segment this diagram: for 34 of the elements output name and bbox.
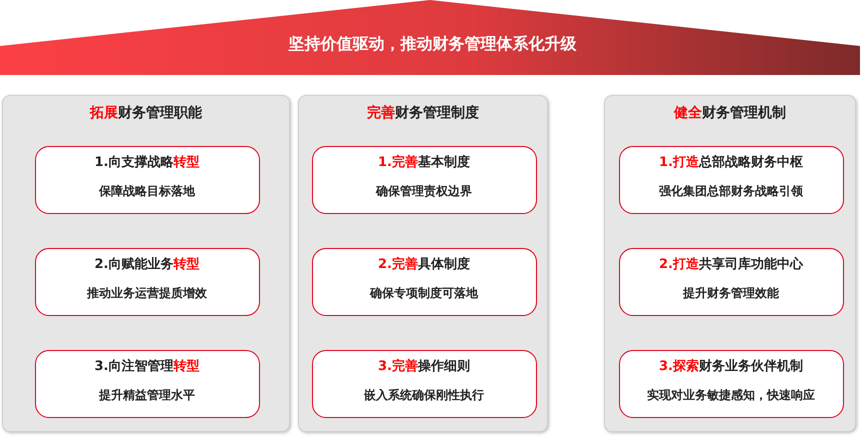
card — [618, 248, 844, 316]
card-heading: 2.向赋能业务转型 — [94, 256, 200, 273]
column-panel — [604, 95, 856, 432]
card-text: 嵌入系统确保刚性执行 — [363, 387, 485, 404]
card-text: 确保管理责权边界 — [374, 183, 473, 200]
card — [34, 350, 260, 418]
card-text: 保障战略目标落地 — [98, 183, 196, 200]
card — [312, 146, 536, 214]
card-heading: 1.打造总部战略财务中枢 — [658, 154, 804, 171]
card-text: 提升财务管理效能 — [682, 285, 780, 302]
card-heading: 3.完善操作细则 — [377, 358, 471, 375]
card — [34, 248, 260, 316]
card — [618, 350, 844, 418]
panel-heading: 健全财务管理机制 — [672, 104, 787, 122]
panel-heading: 拓展财务管理职能 — [88, 104, 203, 122]
card-heading: 1.完善基本制度 — [377, 154, 471, 171]
card — [312, 350, 536, 418]
card-text: 实现对业务敏捷感知，快速响应 — [646, 387, 816, 404]
banner-title: 坚持价值驱动，推动财务管理体系化升级 — [288, 34, 578, 55]
card-text: 提升精益管理水平 — [98, 387, 196, 404]
column-panel — [2, 95, 290, 432]
card — [618, 146, 844, 214]
panel-heading: 完善财务管理制度 — [366, 104, 480, 122]
card — [312, 248, 536, 316]
column-panel — [298, 95, 548, 432]
card-heading: 3.向注智管理转型 — [94, 358, 200, 375]
card-text: 确保专项制度可落地 — [368, 285, 479, 302]
card-heading: 2.完善具体制度 — [377, 256, 471, 273]
card-heading: 1.向支撑战略转型 — [94, 154, 200, 171]
card — [34, 146, 260, 214]
card-text: 强化集团总部财务战略引领 — [658, 183, 804, 200]
card-text: 推动业务运营提质增效 — [86, 285, 208, 302]
card-heading: 3.探索财务业务伙伴机制 — [658, 358, 804, 375]
card-heading: 2.打造共享司库功能中心 — [658, 256, 804, 273]
